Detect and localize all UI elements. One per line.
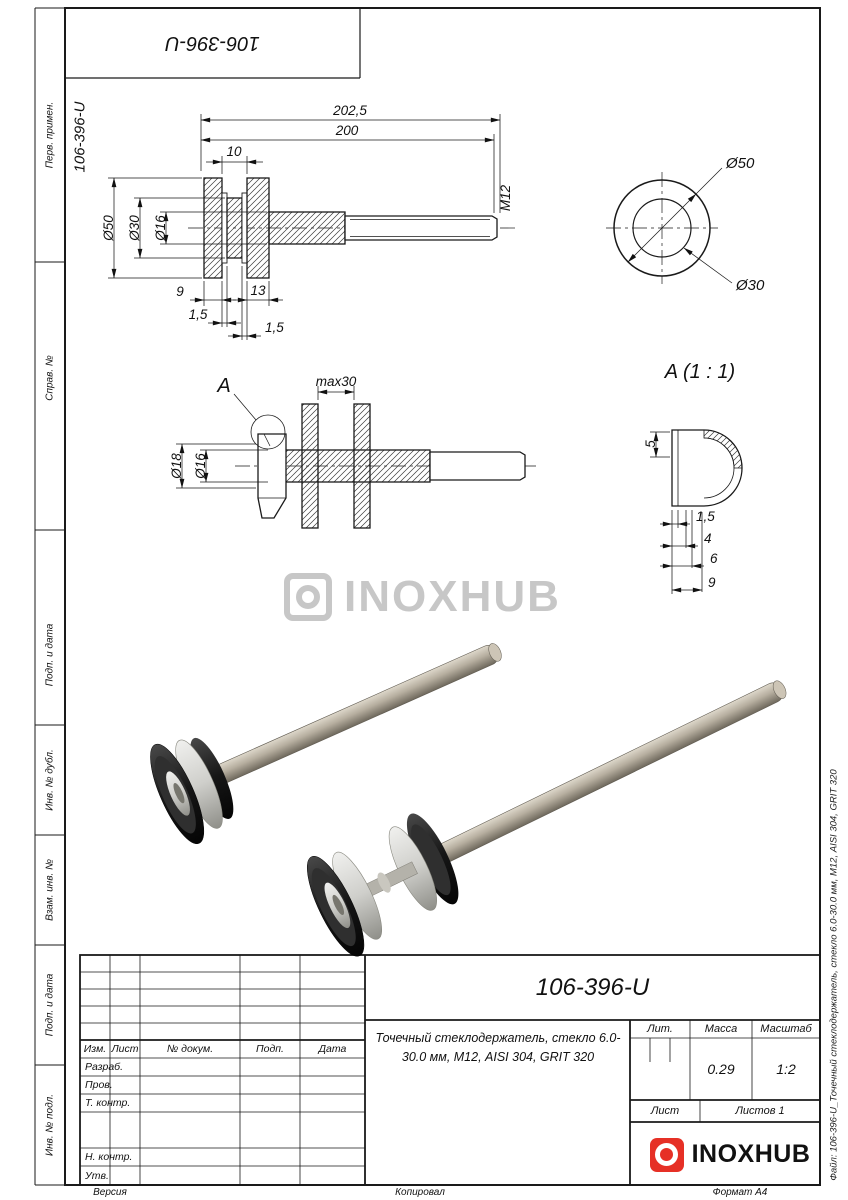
dim-d16-section: Ø16 [193,453,208,480]
dim-1-5-right: 1,5 [265,320,284,335]
format-label: Формат A4 [712,1187,768,1198]
margin-label-podp-data-1: Подп. и дата [44,623,56,687]
dim-1-5-detail: 1,5 [696,509,715,524]
margin-label-vzam-inv: Взам. инв. № [44,859,56,921]
versiya-label: Версия [93,1187,127,1198]
margin-label-perv-primen: Перв. примен. [44,101,56,169]
lit-label: Лит. [647,1023,673,1035]
sheets-label: Листов 1 [735,1105,785,1117]
col-data: Дата [318,1043,347,1055]
main-dimensions [108,114,501,340]
dim-5: 5 [643,440,658,448]
dim-length: 200 [335,123,359,138]
margin-label-inv-podl: Инв. № подл. [44,1093,56,1157]
margin-label-podp-data-2: Подп. и дата [44,973,56,1037]
render-exploded [307,680,787,957]
front-d50-label: Ø50 [725,155,755,172]
row-utv: Утв. [85,1169,109,1182]
main-section-view: 202,5 200 10 Ø50 Ø30 Ø16 M12 9 13 1,5 1,… [101,103,516,340]
render-assembled [150,643,502,844]
dim-d50: Ø50 [101,215,116,242]
dim-gap: 10 [226,144,242,159]
dim-9: 9 [176,284,184,299]
col-dokum: № докум. [166,1043,214,1055]
dim-d16: Ø16 [153,215,168,242]
title-part-number: 106-396-U [535,973,650,1001]
title-description: Точечный стеклодержатель, стекло 6.0-30.… [375,1031,621,1065]
dim-d18: Ø18 [169,453,184,480]
watermark-text: INOXHUB [344,572,561,621]
inoxhub-watermark-icon [284,573,332,621]
dim-6: 6 [710,551,718,566]
front-d30-label: Ø30 [735,277,765,294]
dim-thread-m12: M12 [498,184,513,211]
front-view: Ø50 Ø30 [606,155,765,294]
inoxhub-logo-ring-icon [655,1143,679,1166]
inoxhub-logo-icon [649,1137,684,1172]
title-block-grid [79,954,821,1186]
inoxhub-logo: INOXHUB [642,1127,818,1182]
margin-label-inv-dubl: Инв. № дубл. [44,749,56,811]
dim-1-5-left: 1,5 [189,307,208,322]
inoxhub-logo-text: INOXHUB [691,1140,811,1168]
kopiroval-label: Копировал [395,1187,445,1198]
file-label: Файл: 106-396-U_Точечный стеклодержатель… [828,769,840,1181]
dim-total-length: 202,5 [332,103,367,118]
row-prov: Пров. [85,1079,113,1091]
dim-d30: Ø30 [127,215,142,242]
sheet-label: Лист [650,1105,680,1117]
col-list: Лист [111,1043,139,1055]
dim-9-detail: 9 [708,575,716,590]
scale-value: 1:2 [776,1061,796,1077]
doc-number-side: 106-396-U [71,101,89,173]
dim-4: 4 [704,531,712,546]
detail-a-view: A (1 : 1) 5 1,5 4 [643,361,743,594]
watermark: INOXHUB [284,572,561,622]
margin-label-sprav-no: Справ. № [44,355,56,401]
dim-13: 13 [250,283,266,298]
clamp-section-view: A max30 Ø18 Ø16 [169,374,540,529]
row-razrab: Разраб. [85,1061,123,1073]
scale-label: Масштаб [760,1023,812,1035]
mass-value: 0.29 [707,1061,735,1077]
detail-a-title: A (1 : 1) [664,361,735,383]
inoxhub-watermark-ring-icon [296,585,320,609]
mass-label: Масса [704,1023,738,1035]
dim-max30: max30 [316,374,357,389]
col-podp: Подп. [256,1043,284,1055]
row-nkontr: Н. контр. [85,1151,133,1163]
col-izm: Изм. [83,1043,107,1055]
top-box-part-number: 106-396-U [165,32,260,55]
row-tkontr: Т. контр. [85,1097,131,1109]
detail-callout-label: A [216,375,230,397]
